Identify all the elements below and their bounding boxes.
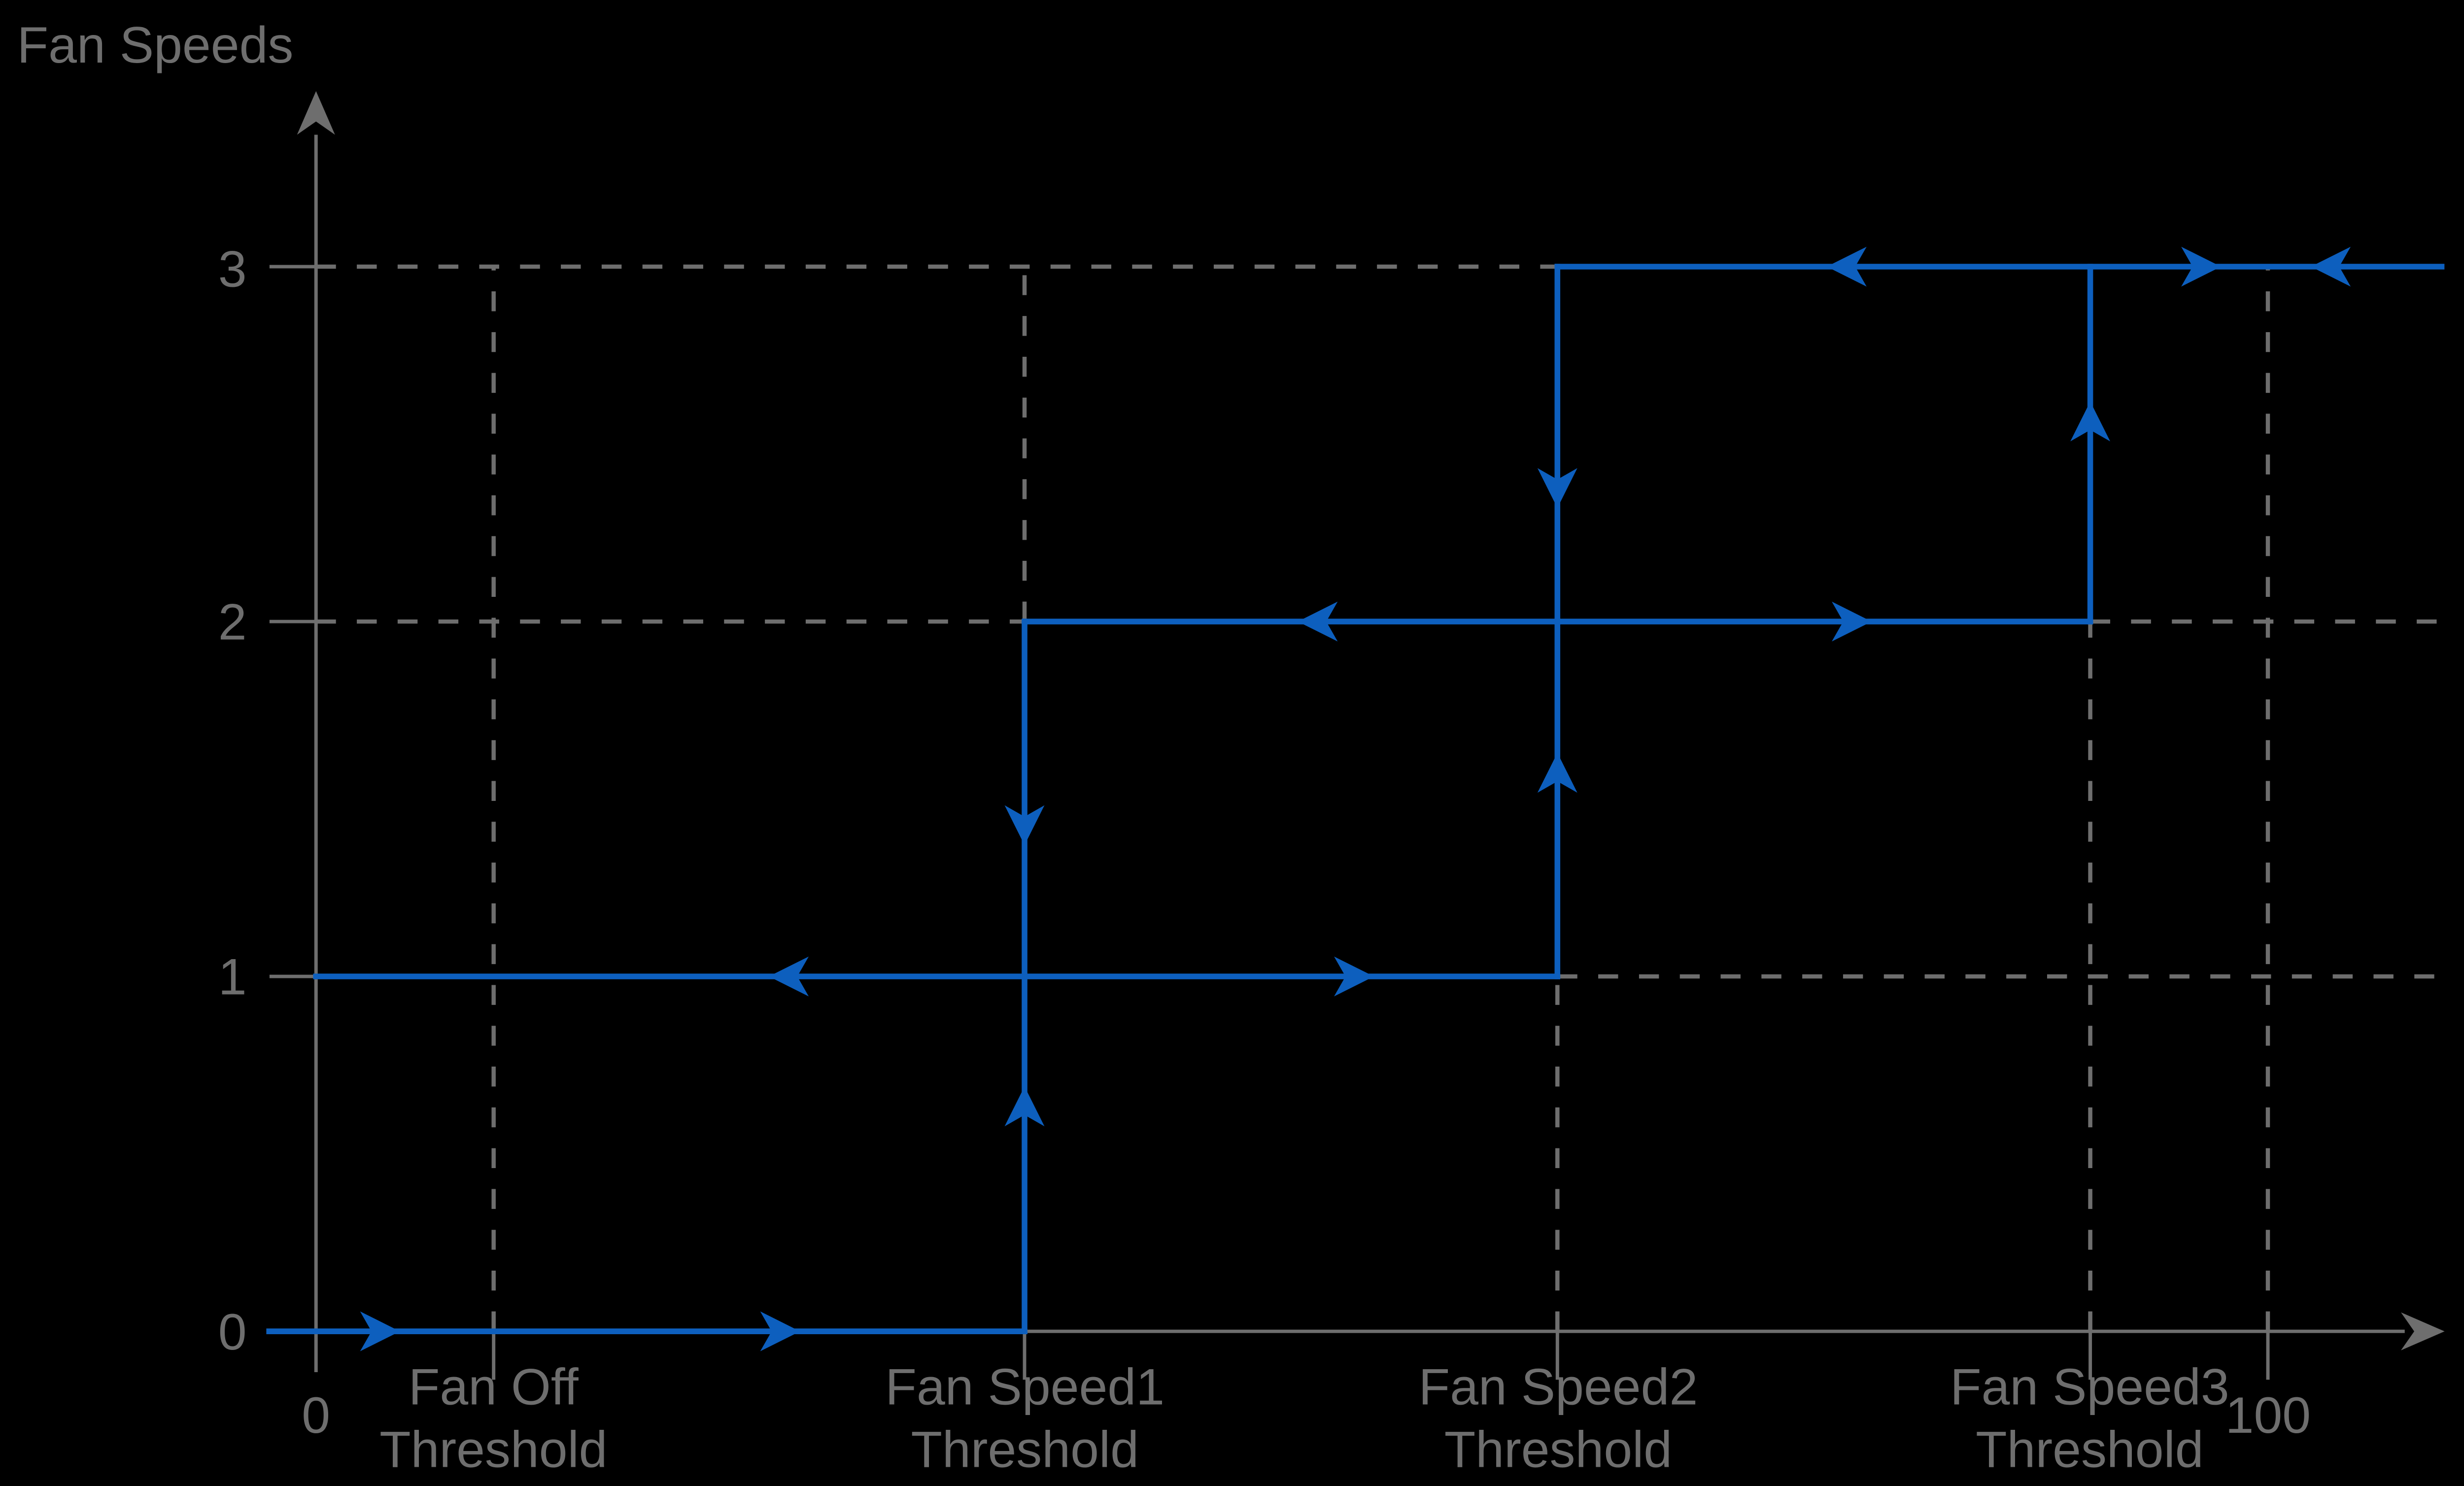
- flow-arrow-left-icon-8: [2311, 246, 2351, 287]
- flow-arrow-right-icon-1: [760, 1311, 800, 1351]
- x-axis-arrow-icon: [2401, 1312, 2445, 1350]
- flow-arrow-right-icon-5: [1832, 601, 1872, 642]
- y-tick-label-1: 1: [218, 949, 247, 1006]
- y-tick-label-0: 0: [218, 1304, 247, 1361]
- flow-arrow-down-icon-11: [1537, 468, 1577, 508]
- y-axis-title: Fan Speeds: [17, 17, 294, 74]
- flow-arrow-right-icon-7: [2181, 246, 2221, 287]
- x-threshold-label-fan-speed3: Fan Speed3 Threshold: [1950, 1359, 2229, 1479]
- y-tick-label-2: 2: [218, 594, 247, 651]
- flow-arrow-up-icon-13: [2070, 401, 2111, 442]
- x-threshold-label-fan-speed2: Fan Speed2 Threshold: [1418, 1359, 1698, 1479]
- flow-arrow-up-icon-10: [1004, 1086, 1045, 1127]
- y-axis-arrow-icon: [297, 91, 335, 135]
- x-tick-label-0: 0: [302, 1387, 331, 1445]
- flow-arrow-left-icon-4: [1298, 601, 1338, 642]
- x-threshold-label-fan-off: Fan Off Threshold: [379, 1359, 608, 1479]
- flow-arrow-left-icon-2: [769, 956, 809, 997]
- flow-arrow-down-icon-9: [1004, 805, 1045, 845]
- flow-arrow-right-icon-3: [1334, 956, 1374, 997]
- x-threshold-label-fan-speed1: Fan Speed1 Threshold: [885, 1359, 1165, 1479]
- y-tick-label-3: 3: [218, 241, 247, 298]
- flow-arrow-left-icon-6: [1826, 246, 1867, 287]
- flow-arrow-up-icon-12: [1537, 753, 1577, 793]
- x-tick-label-100: 100: [2225, 1387, 2311, 1445]
- flow-arrow-right-icon-0: [360, 1311, 400, 1351]
- x-axis-title: Fan Control Value [%]: [2460, 1313, 2464, 1443]
